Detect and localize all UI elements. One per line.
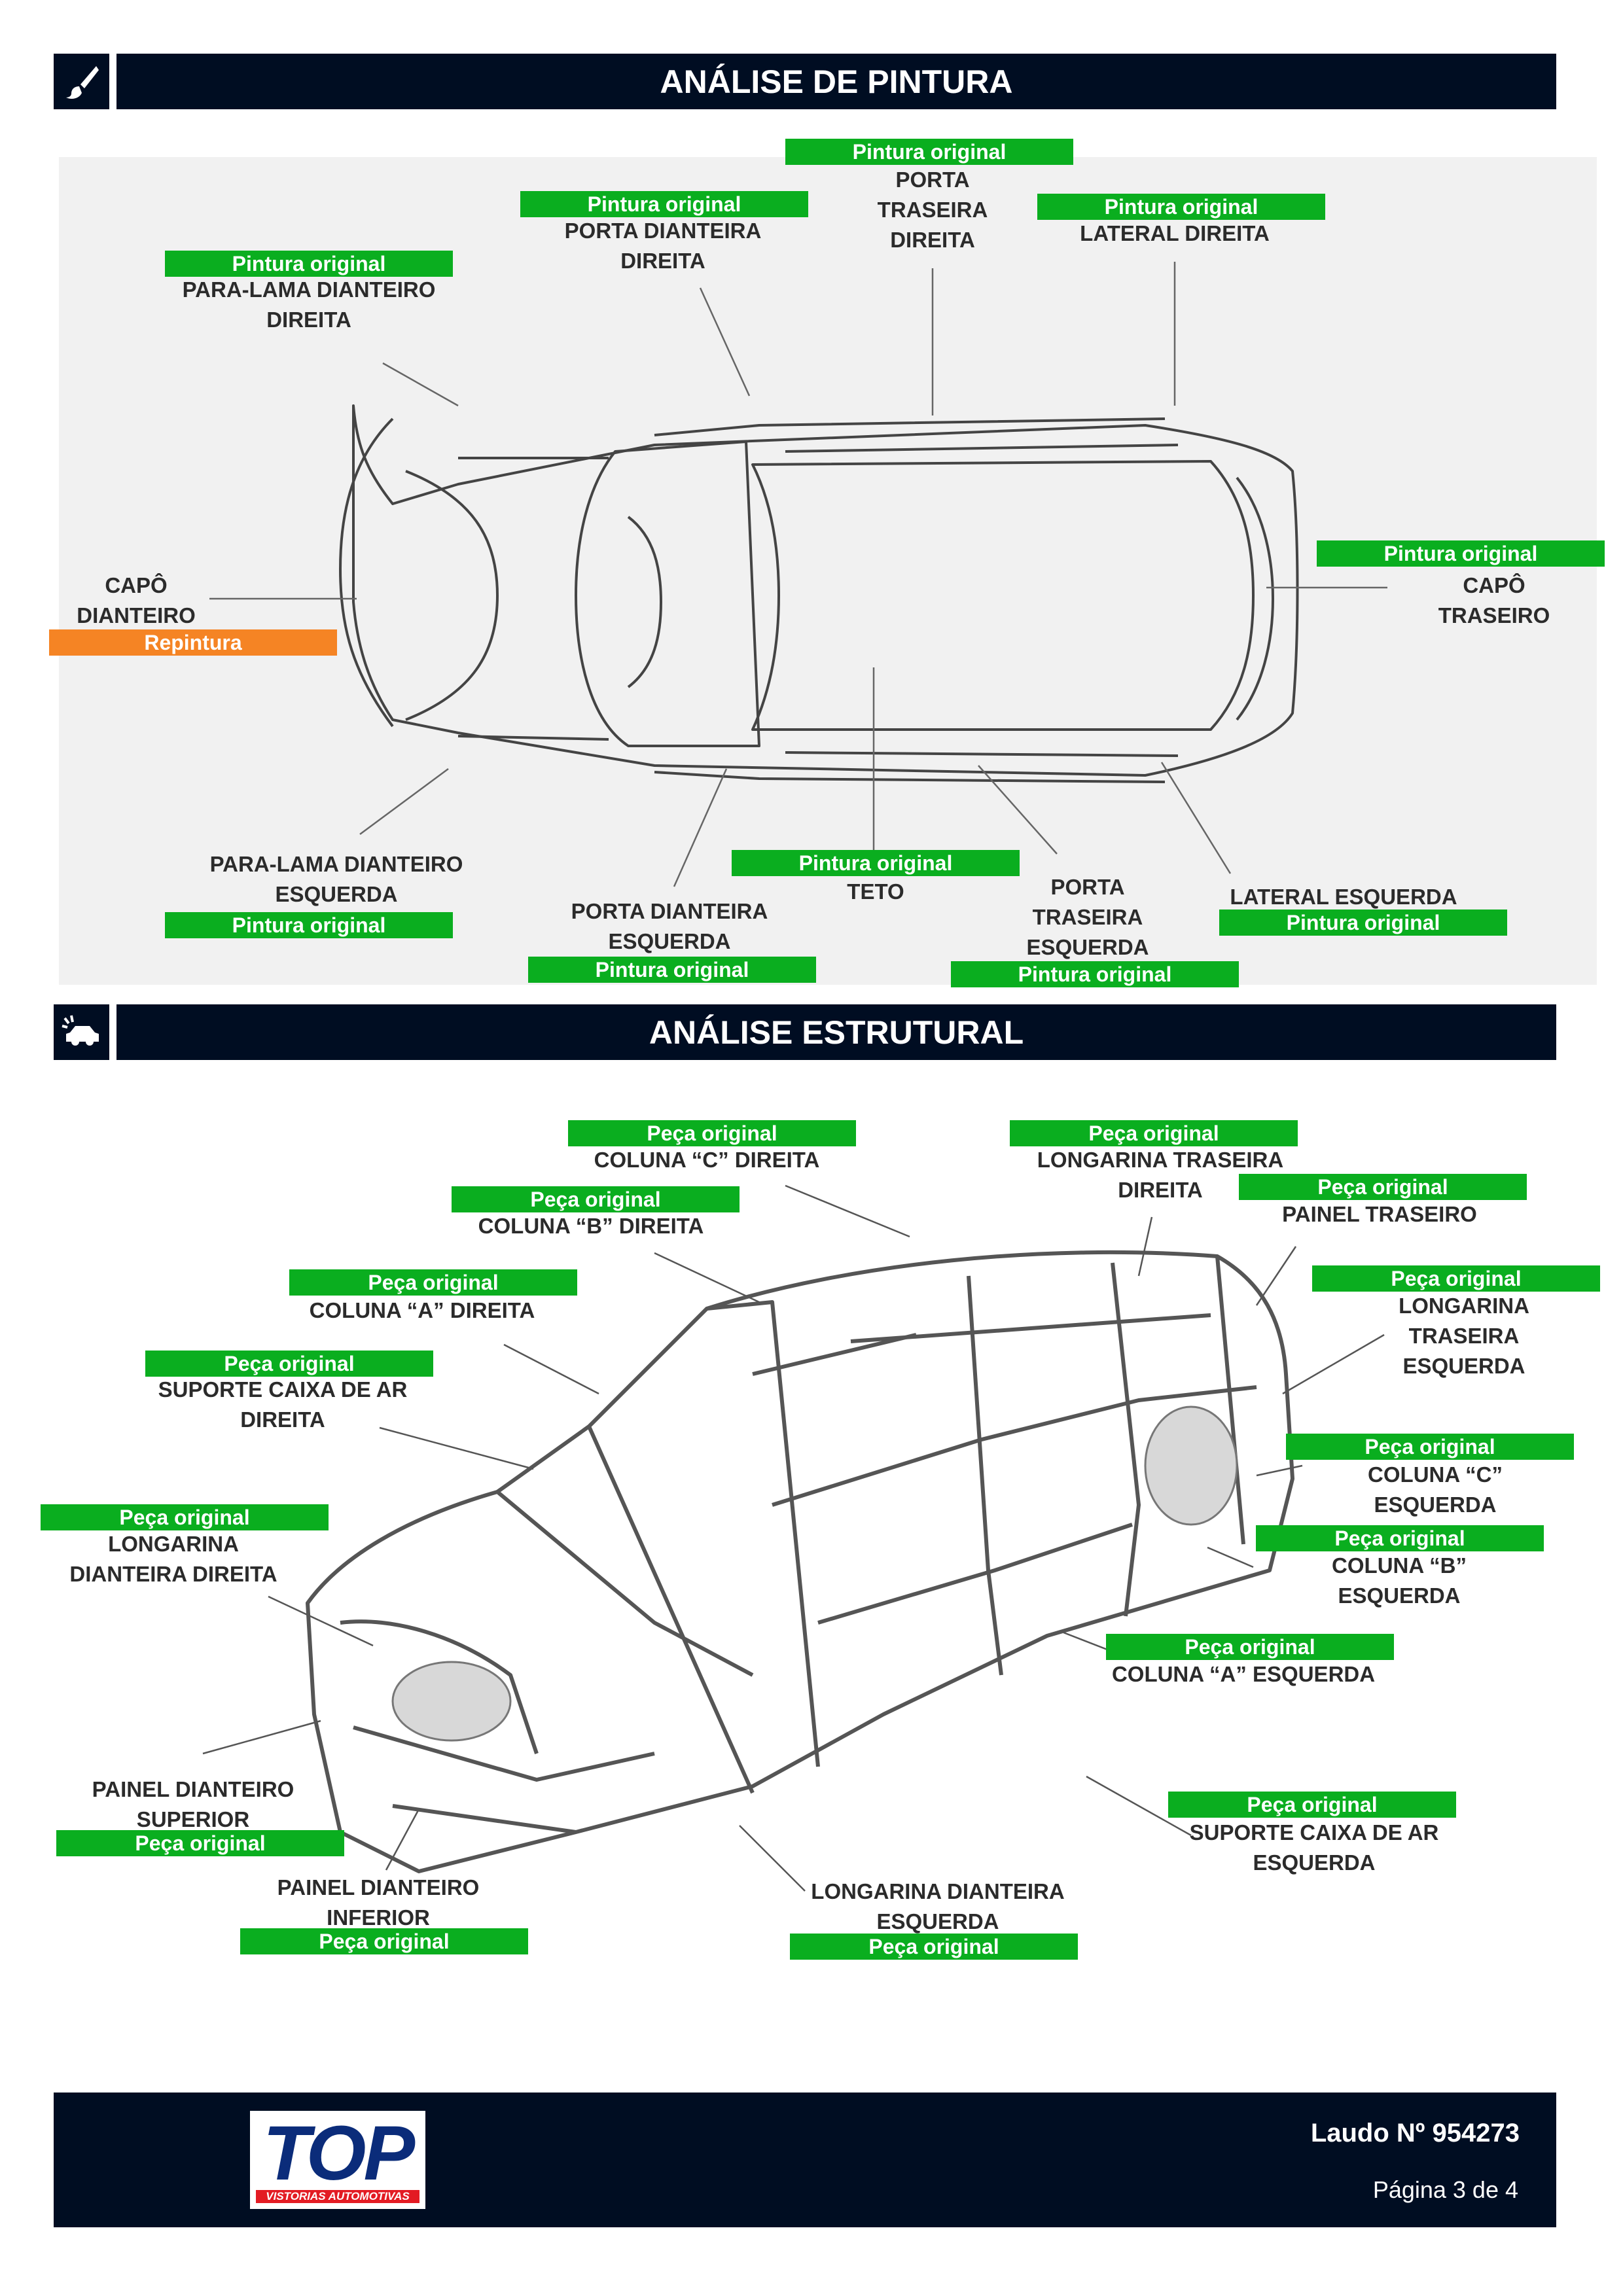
part-label-coluna-b-direita: COLUNA “B” DIREITA bbox=[478, 1214, 704, 1238]
page-number: Página 3 de 4 bbox=[1372, 2176, 1518, 2203]
status-badge: Peça original bbox=[41, 1504, 329, 1530]
status-badge-repaint: Repintura bbox=[49, 629, 337, 656]
part-label-longarina-dianteira-direita: LONGARINA DIANTEIRA DIREITA bbox=[69, 1532, 277, 1586]
part-label-painel-traseiro: PAINEL TRASEIRO bbox=[1282, 1202, 1477, 1226]
paint-diagram-panel bbox=[59, 157, 1597, 985]
status-badge: Pintura original bbox=[165, 251, 453, 277]
status-badge: Pintura original bbox=[520, 191, 808, 217]
status-badge: Peça original bbox=[1256, 1525, 1544, 1551]
status-badge: Pintura original bbox=[528, 957, 816, 983]
status-badge: Peça original bbox=[1312, 1265, 1600, 1292]
status-badge: Pintura original bbox=[951, 961, 1239, 987]
part-label-coluna-b-esquerda: COLUNA “B” ESQUERDA bbox=[1332, 1553, 1467, 1608]
part-label-coluna-c-direita: COLUNA “C” DIREITA bbox=[594, 1148, 820, 1172]
paint-section-title: ANÁLISE DE PINTURA bbox=[116, 54, 1556, 109]
status-badge: Peça original bbox=[1106, 1634, 1394, 1660]
paint-section-icon-box bbox=[54, 54, 109, 109]
part-label-teto: TETO bbox=[847, 879, 904, 904]
part-label-coluna-c-esquerda: COLUNA “C” ESQUERDA bbox=[1368, 1462, 1503, 1517]
car-body-frame-drawing bbox=[202, 1184, 1385, 1892]
part-label-porta-dianteira-direita: PORTA DIANTEIRA DIREITA bbox=[564, 219, 762, 273]
status-badge: Peça original bbox=[56, 1830, 344, 1856]
part-label-suporte-caixa-ar-direita: SUPORTE CAIXA DE AR DIREITA bbox=[158, 1377, 408, 1432]
car-top-view-drawing bbox=[209, 262, 1387, 887]
status-badge: Pintura original bbox=[1219, 910, 1507, 936]
status-badge: Peça original bbox=[452, 1186, 740, 1212]
company-logo: TOP VISTORIAS AUTOMOTIVAS bbox=[250, 2111, 425, 2209]
status-badge: Peça original bbox=[289, 1269, 577, 1296]
status-badge: Pintura original bbox=[785, 139, 1073, 165]
part-label-coluna-a-esquerda: COLUNA “A” ESQUERDA bbox=[1111, 1662, 1376, 1686]
car-crash-icon bbox=[62, 1015, 99, 1046]
part-label-suporte-caixa-ar-esquerda: SUPORTE CAIXA DE AR ESQUERDA bbox=[1189, 1820, 1439, 1875]
part-label-painel-dianteiro-inferior: PAINEL DIANTEIRO INFERIOR bbox=[277, 1875, 480, 1930]
status-badge: Peça original bbox=[568, 1120, 856, 1146]
part-label-lateral-esquerda: LATERAL ESQUERDA bbox=[1230, 885, 1457, 909]
status-badge: Peça original bbox=[1168, 1792, 1456, 1818]
part-label-longarina-traseira-direita: LONGARINA TRASEIRA DIREITA bbox=[1037, 1148, 1284, 1202]
logo-text: TOP bbox=[262, 2110, 415, 2197]
part-label-porta-dianteira-esquerda: PORTA DIANTEIRA ESQUERDA bbox=[571, 899, 768, 953]
status-badge: Pintura original bbox=[1317, 540, 1605, 567]
part-label-painel-dianteiro-superior: PAINEL DIANTEIRO SUPERIOR bbox=[92, 1777, 294, 1831]
status-badge: Peça original bbox=[790, 1934, 1078, 1960]
part-label-longarina-traseira-esquerda: LONGARINA TRASEIRA ESQUERDA bbox=[1399, 1294, 1529, 1378]
status-badge: Peça original bbox=[1010, 1120, 1298, 1146]
part-label-capo-traseiro: CAPÔ TRASEIRO bbox=[1438, 573, 1550, 627]
report-number: Laudo Nº 954273 bbox=[1310, 2119, 1520, 2147]
footer: TOP VISTORIAS AUTOMOTIVAS Laudo Nº 95427… bbox=[54, 2093, 1556, 2227]
status-badge: Peça original bbox=[1286, 1434, 1574, 1460]
part-label-porta-traseira-direita: PORTA TRASEIRA DIREITA bbox=[877, 168, 988, 252]
part-label-para-lama-dianteiro-esquerda: PARA-LAMA DIANTEIRO ESQUERDA bbox=[209, 852, 463, 906]
status-badge: Pintura original bbox=[165, 912, 453, 938]
status-badge: Peça original bbox=[145, 1351, 433, 1377]
part-label-lateral-direita: LATERAL DIREITA bbox=[1080, 221, 1270, 245]
status-badge: Pintura original bbox=[1037, 194, 1325, 220]
structural-section-icon-box bbox=[54, 1004, 109, 1060]
status-badge: Pintura original bbox=[732, 850, 1020, 876]
part-label-porta-traseira-esquerda: PORTA TRASEIRA ESQUERDA bbox=[1026, 875, 1149, 959]
part-label-coluna-a-direita: COLUNA “A” DIREITA bbox=[309, 1298, 535, 1322]
part-label-capo-dianteiro: CAPÔ DIANTEIRO bbox=[77, 573, 196, 627]
part-label-para-lama-dianteiro-direita: PARA-LAMA DIANTEIRO DIREITA bbox=[182, 277, 436, 332]
paintbrush-icon bbox=[65, 65, 99, 99]
part-label-longarina-dianteira-esquerda: LONGARINA DIANTEIRA ESQUERDA bbox=[811, 1879, 1065, 1934]
status-badge: Peça original bbox=[240, 1928, 528, 1954]
structural-section-title: ANÁLISE ESTRUTURAL bbox=[116, 1004, 1556, 1060]
status-badge: Peça original bbox=[1239, 1174, 1527, 1200]
logo-subtitle: VISTORIAS AUTOMOTIVAS bbox=[256, 2190, 419, 2203]
